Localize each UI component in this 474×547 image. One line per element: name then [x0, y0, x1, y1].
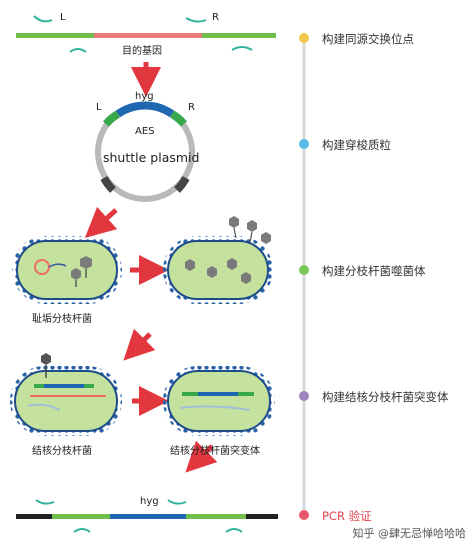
plasmid-r-segment: [169, 110, 188, 127]
cell-4-r-arm: [238, 392, 254, 396]
timeline-dot-5: [299, 510, 309, 520]
target-gene-label: 目的基因: [122, 46, 162, 57]
arrow-to-tb: [123, 328, 156, 361]
bottom-flank-left: [16, 514, 52, 519]
plasmid-marker-2: [174, 176, 190, 193]
step-4-label: 构建结核分枝杆菌突变体: [322, 390, 449, 404]
bottom-hyg-label: hyg: [140, 496, 159, 507]
primer-arrow-l2: [69, 48, 87, 53]
plasmid-l-segment: [102, 110, 121, 127]
bottom-primer-4: [225, 528, 243, 533]
phage-2: [71, 268, 81, 287]
bottom-flank-right: [246, 514, 278, 519]
bottom-primer-1: [35, 499, 55, 505]
top-r-label: R: [212, 12, 219, 23]
cell-tb-label: 结核分枝杆菌: [32, 446, 92, 457]
plasmid-hyg-label: hyg: [135, 91, 154, 102]
bottom-primer-2: [167, 499, 187, 505]
cell-tb: [10, 353, 122, 436]
plasmid-marker-1: [100, 176, 116, 193]
plasmid-name-label: shuttle plasmid: [103, 150, 200, 165]
primer-arrow-l: [33, 15, 53, 23]
timeline-dot-3: [299, 265, 309, 275]
cell-3-r-arm: [84, 384, 94, 388]
shuttle-plasmid: [95, 101, 195, 202]
target-gene-segment: [94, 33, 202, 38]
timeline: [299, 33, 309, 520]
timeline-dot-4: [299, 391, 309, 401]
plasmid-l-label: L: [96, 102, 102, 113]
bottom-dna-construct: [16, 499, 278, 533]
cell-4-body: [167, 370, 271, 432]
right-homology-arm: [202, 33, 276, 38]
cell-tb-mutant-label: 结核分枝杆菌突变体: [170, 446, 260, 457]
cell-3-body: [14, 370, 118, 432]
cell-tb-mutant: [163, 366, 275, 436]
cell-4-hyg-insert: [198, 392, 238, 396]
cell-3-hyg-insert: [44, 384, 84, 388]
plasmid-aes-label: AES: [135, 126, 155, 137]
step-1-label: 构建同源交换位点: [322, 32, 414, 46]
top-dna-construct: [16, 15, 276, 53]
step-3-label: 构建分枝杆菌噬菌体: [322, 264, 426, 278]
cell-2-body: [167, 240, 269, 300]
step-5-label: PCR 验证: [322, 509, 372, 523]
arrow-to-pcr: [185, 440, 218, 473]
plasmid-r-label: R: [188, 102, 195, 113]
phages-inside: [185, 258, 251, 284]
bottom-primer-3: [73, 528, 91, 533]
primer-arrow-r: [185, 17, 207, 23]
phages-outside: [229, 216, 271, 244]
arrow-to-smegmatis: [84, 206, 118, 239]
timeline-dot-2: [299, 139, 309, 149]
phage-1: [80, 256, 92, 278]
cell-4-dna: [179, 405, 251, 411]
cell-3-l-arm: [34, 384, 44, 388]
step-2-label: 构建穿梭质粒: [322, 138, 391, 152]
cell-phage: [163, 216, 273, 304]
cell-1-body: [16, 240, 118, 300]
top-l-label: L: [60, 12, 66, 23]
bottom-hyg: [110, 514, 186, 519]
watermark: 知乎 @肆无忌惮哈哈哈: [352, 527, 467, 540]
left-homology-arm: [16, 33, 94, 38]
cell-smegmatis: [12, 236, 122, 304]
hyg-segment: [115, 101, 175, 118]
cell-1-dna: [48, 263, 67, 268]
cell-smegmatis-label: 耻垢分枝杆菌: [32, 314, 92, 325]
cell-4-l-arm: [182, 392, 198, 396]
cell-3-dna: [27, 403, 61, 411]
phage-injecting: [41, 353, 51, 378]
bottom-r-arm: [186, 514, 246, 519]
bottom-l-arm: [52, 514, 110, 519]
timeline-dot-1: [299, 33, 309, 43]
primer-arrow-r2: [231, 46, 253, 51]
